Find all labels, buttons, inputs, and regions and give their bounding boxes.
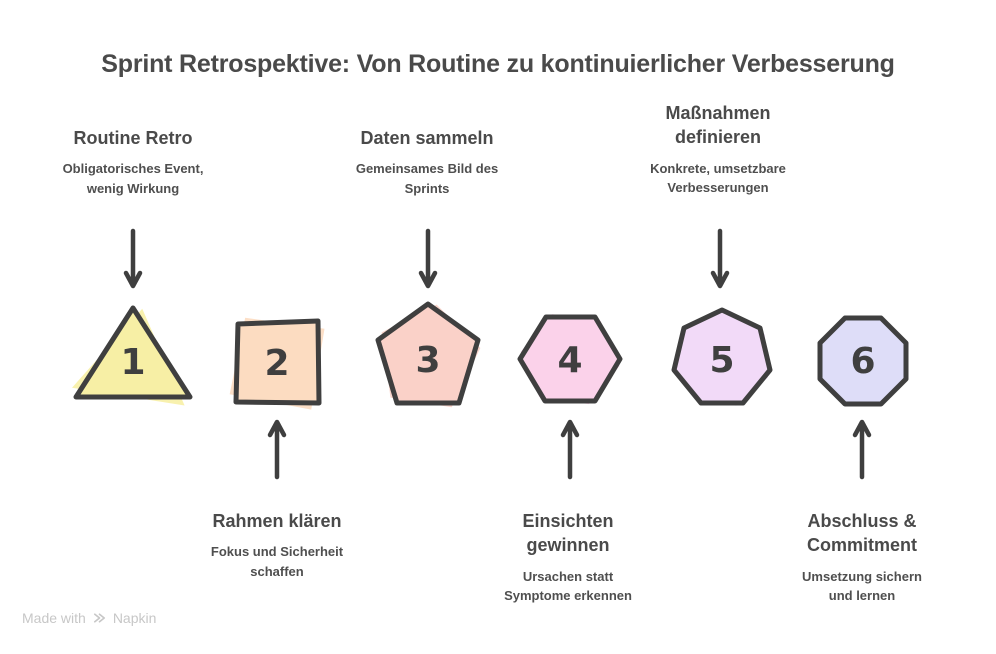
arrow-down-icon [710, 228, 730, 296]
step-6-label: Abschluss & Commitment [806, 511, 917, 556]
arrow-down-icon [418, 228, 438, 296]
step-2-description: Fokus und Sicherheit schaffen [210, 544, 344, 579]
step-2-square-shape: 2 [229, 314, 325, 410]
step-6-description: Umsetzung sichern und lernen [802, 568, 922, 604]
step-4-label: Einsichten gewinnen [522, 511, 614, 556]
step-2-label-block: Rahmen klären Fokus und Sicherheit schaf… [152, 509, 402, 581]
step-number: 2 [264, 343, 289, 384]
step-4-hexagon-shape: 4 [515, 312, 625, 406]
step-4-label-block: Einsichten gewinnen Ursachen statt Sympt… [443, 509, 693, 606]
step-5-description: Konkrete, umsetzbare Verbesserungen [650, 160, 786, 196]
step-3-label: Daten sammeln [360, 128, 494, 148]
arrow-up-icon [852, 412, 872, 480]
step-1-label: Routine Retro [73, 128, 193, 148]
step-1-triangle-shape: 1 [71, 302, 195, 406]
arrow-down-icon [123, 228, 143, 296]
step-5-label-block: Maßnahmen definieren Konkrete, umsetzbar… [593, 101, 843, 198]
step-3-pentagon-shape: 3 [371, 299, 485, 408]
step-1-label-block: Routine Retro Obligatorisches Event, wen… [8, 126, 258, 198]
step-6-label-block: Abschluss & Commitment Umsetzung sichern… [737, 509, 987, 606]
napkin-logo-icon [93, 613, 105, 623]
step-2-label: Rahmen klären [212, 511, 342, 531]
step-5-heptagon-shape: 5 [669, 306, 775, 408]
step-4-description: Ursachen statt Symptome erkennen [504, 568, 632, 604]
step-3-label-block: Daten sammeln Gemeinsames Bild des Sprin… [302, 126, 552, 198]
arrow-up-icon [560, 412, 580, 480]
step-3-description: Gemeinsames Bild des Sprints [355, 161, 499, 196]
step-number: 1 [120, 342, 145, 383]
diagram-title: Sprint Retrospektive: Von Routine zu kon… [101, 50, 895, 78]
made-with-text: Made with [22, 610, 86, 626]
step-number: 4 [557, 340, 582, 381]
step-number: 3 [415, 340, 440, 381]
arrow-up-icon [267, 412, 287, 480]
made-with-napkin-watermark: Made with Napkin [22, 610, 156, 626]
step-number: 6 [850, 341, 875, 382]
napkin-brand-text: Napkin [112, 610, 157, 626]
step-5-label: Maßnahmen definieren [665, 103, 771, 148]
step-6-octagon-shape: 6 [813, 311, 913, 411]
step-1-description: Obligatorisches Event, wenig Wirkung [62, 161, 204, 196]
step-number: 5 [709, 340, 734, 381]
